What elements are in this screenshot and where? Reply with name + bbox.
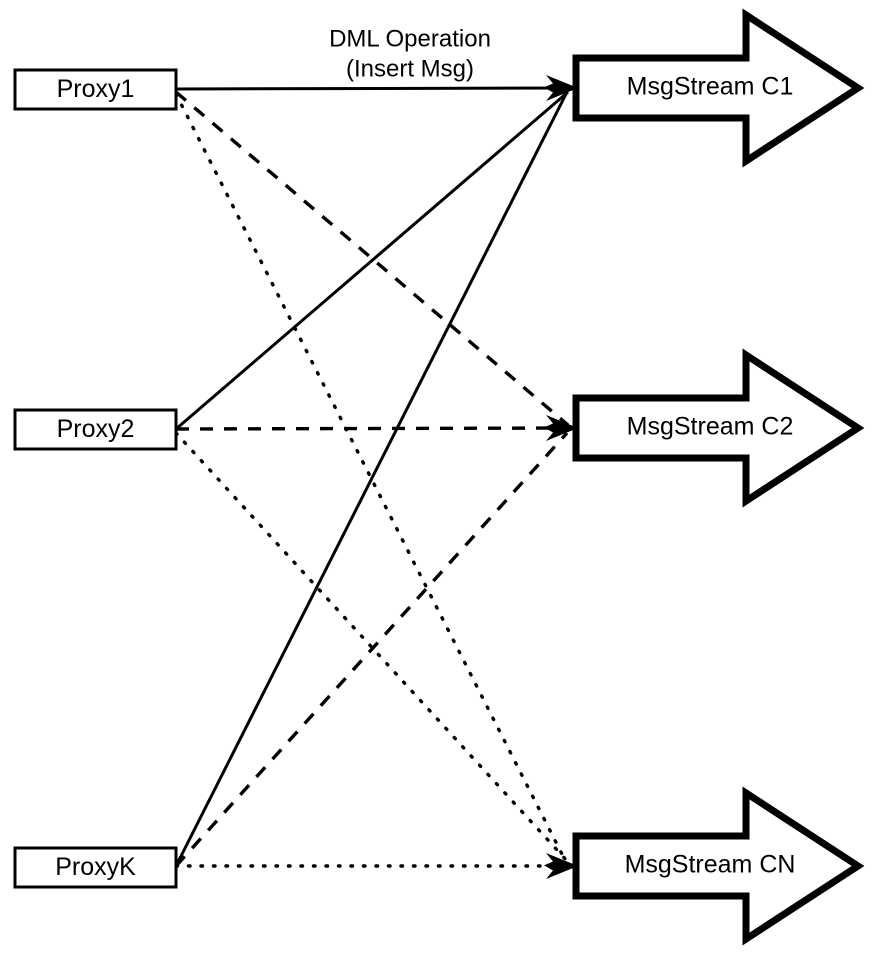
proxy-label-proxyk: ProxyK [55,853,136,881]
stream-label-cn: MsgStream CN [625,851,796,879]
stream-arrow-shape-c2[interactable] [572,348,865,508]
edge-proxyk-to-stream-c2 [174,431,569,868]
stream-arrow-shape-c1[interactable] [572,8,865,168]
edge-annotation-line-2: (Insert Msg) [346,55,474,82]
edge-proxy1-to-stream-c1 [175,86,571,91]
proxy-label-proxy1: Proxy1 [57,75,135,103]
edge-annotation-line-1: DML Operation [329,25,491,52]
arrowhead-layer [544,75,578,879]
edge-proxy2-to-stream-c2 [175,426,571,431]
arrowhead-icon-stream-cn [544,853,578,879]
stream-node-cn[interactable]: MsgStream CN [572,786,865,946]
stream-node-c1[interactable]: MsgStream C1 [572,8,865,168]
edge-annotation: DML Operation (Insert Msg) [329,25,491,82]
arrowhead-icon-stream-c1 [544,75,578,101]
proxy-node-proxy2[interactable]: Proxy2 [13,408,178,451]
proxy-node-proxy1[interactable]: Proxy1 [13,68,178,111]
edge-proxy2-to-stream-c1 [175,90,569,431]
stream-node-c2[interactable]: MsgStream C2 [572,348,865,508]
edge-proxyk-to-stream-c1 [174,93,568,867]
proxy-box-proxy1[interactable] [13,68,178,111]
proxy-label-proxy2: Proxy2 [57,415,135,443]
arrowhead-icon-stream-c2 [544,415,578,441]
stream-label-c1: MsgStream C1 [627,73,794,101]
proxy-box-proxyk[interactable] [13,846,178,889]
stream-label-c2: MsgStream C2 [627,413,794,441]
proxy-box-proxy2[interactable] [13,408,178,451]
proxy-node-proxyk[interactable]: ProxyK [13,846,178,889]
stream-arrow-shape-cn[interactable] [572,786,865,946]
edge-layer [174,86,572,868]
